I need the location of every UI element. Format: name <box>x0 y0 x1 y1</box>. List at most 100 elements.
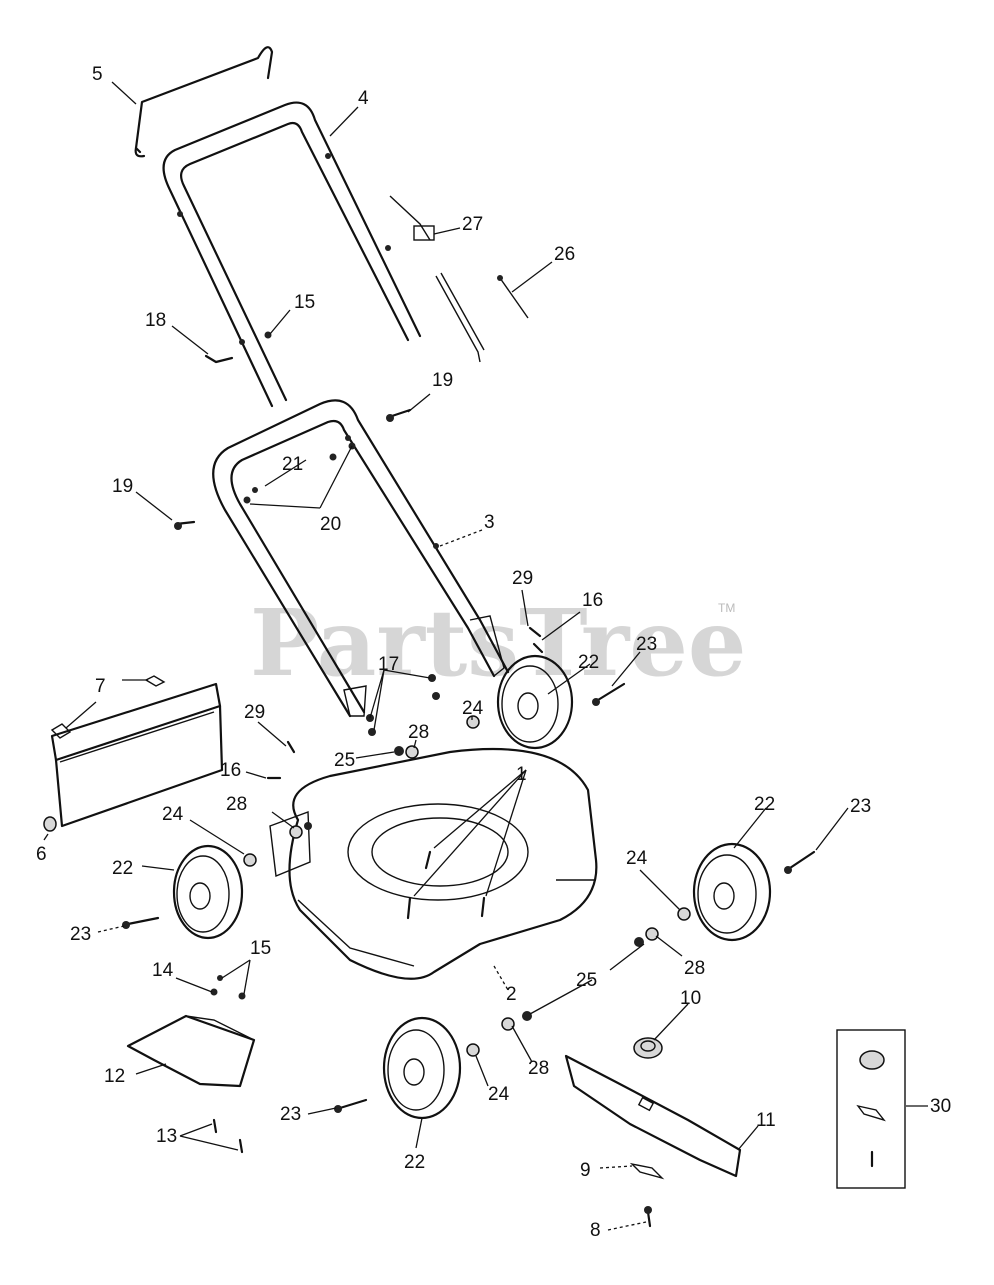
callout-16-right: 16 <box>582 590 603 611</box>
callout-6: 6 <box>36 844 47 865</box>
callout-1: 1 <box>516 764 527 785</box>
part-10-blade-adapter[interactable] <box>633 1037 663 1059</box>
callout-22-b: 22 <box>112 858 133 879</box>
part-19-bolt-right[interactable] <box>386 408 412 422</box>
part-15-nut-c[interactable] <box>217 975 223 981</box>
callout-18: 18 <box>145 310 166 331</box>
part-5-bail-wire[interactable] <box>134 46 274 158</box>
callout-19-right: 19 <box>432 370 453 391</box>
callout-labels: 5 4 27 26 15 18 19 21 20 19 3 29 16 23 2… <box>36 64 951 1241</box>
callout-29-right: 29 <box>512 568 533 589</box>
part-16-pin-upper[interactable] <box>532 642 544 654</box>
callout-28-right: 28 <box>684 958 705 979</box>
callout-24-b: 24 <box>162 804 184 825</box>
callout-12: 12 <box>104 1066 125 1087</box>
part-24-washer-c[interactable] <box>677 907 691 921</box>
part-23-bolt-d[interactable] <box>334 1098 368 1113</box>
part-7-clip-upper[interactable] <box>144 675 166 687</box>
callout-23-c: 23 <box>850 796 871 817</box>
callout-28-left: 28 <box>226 794 247 815</box>
part-25-nut-lower[interactable] <box>522 1011 532 1021</box>
part-18-knob[interactable] <box>204 354 234 364</box>
leader-lines <box>43 81 928 1231</box>
watermark-trademark: TM <box>718 601 735 615</box>
callout-16-left: 16 <box>220 760 241 781</box>
part-15-nut-b[interactable] <box>238 992 246 1000</box>
part-30-kit-box <box>836 1029 906 1189</box>
part-29-pin-upper[interactable] <box>528 626 542 638</box>
callout-29-left: 29 <box>244 702 265 723</box>
part-25-nut-right[interactable] <box>634 937 644 947</box>
part-28-washer-left[interactable] <box>289 825 303 839</box>
callout-15-top: 15 <box>294 292 315 313</box>
callout-9: 9 <box>580 1160 591 1181</box>
part-3-lower-handle[interactable] <box>212 399 510 718</box>
part-7-clip-lower[interactable] <box>50 723 72 739</box>
part-26-cable-end[interactable] <box>497 275 529 319</box>
callout-21: 21 <box>282 454 303 475</box>
part-21-nut-b[interactable] <box>252 487 258 493</box>
callout-19-left: 19 <box>112 476 133 497</box>
part-22-wheel-front-right[interactable] <box>692 842 772 942</box>
part-24-washer-b[interactable] <box>243 853 257 867</box>
part-24-washer-d[interactable] <box>466 1043 480 1057</box>
part-1-bolts[interactable] <box>406 850 486 920</box>
part-12-deflector[interactable] <box>126 1014 256 1088</box>
callout-2: 2 <box>506 984 517 1005</box>
part-13-screws[interactable] <box>212 1118 244 1154</box>
part-28-washer-lower[interactable] <box>501 1017 515 1031</box>
part-19-bolt-left[interactable] <box>174 520 196 530</box>
part-23-bolt-b[interactable] <box>122 916 160 929</box>
part-2-deck[interactable] <box>269 746 598 980</box>
part-22-wheel-front-left[interactable] <box>382 1016 462 1120</box>
callout-25-top: 25 <box>334 750 355 771</box>
watermark-text: PartsTree <box>250 589 746 697</box>
callout-25-bottom: 25 <box>576 970 597 991</box>
part-9-bracket[interactable] <box>629 1162 665 1180</box>
part-4-upper-handle[interactable] <box>162 101 422 408</box>
part-22-wheel-rear-right[interactable] <box>496 654 574 750</box>
callout-11: 11 <box>756 1110 776 1131</box>
callout-24-c: 24 <box>626 848 648 869</box>
part-28-washer-right[interactable] <box>645 927 659 941</box>
part-14-bolt[interactable] <box>210 988 218 996</box>
part-21-nut[interactable] <box>329 453 337 461</box>
part-23-bolt-a[interactable] <box>592 682 626 706</box>
part-23-bolt-c[interactable] <box>784 850 816 874</box>
callout-20: 20 <box>320 514 341 535</box>
callout-22-a: 22 <box>578 652 599 673</box>
part-11-blade[interactable] <box>564 1054 742 1178</box>
part-25-nut-top[interactable] <box>394 746 404 756</box>
callout-24-d: 24 <box>488 1084 510 1105</box>
callout-28-top: 28 <box>408 722 429 743</box>
callout-4: 4 <box>358 88 369 109</box>
part-28-washer-top[interactable] <box>405 745 419 759</box>
part-22-wheel-rear-left[interactable] <box>172 844 244 940</box>
part-27-cable-bracket[interactable] <box>389 195 485 363</box>
part-15-nut[interactable] <box>264 331 272 339</box>
callout-26: 26 <box>554 244 575 265</box>
part-29-pin-lower[interactable] <box>286 740 296 754</box>
callout-3: 3 <box>484 512 495 533</box>
callout-13: 13 <box>156 1126 177 1147</box>
part-6-rear-baffle[interactable] <box>43 682 224 832</box>
callout-5: 5 <box>92 64 103 85</box>
callout-14: 14 <box>152 960 174 981</box>
callout-23-a: 23 <box>636 634 657 655</box>
callout-22-d: 22 <box>404 1152 425 1173</box>
part-30-kit[interactable] <box>836 1029 906 1189</box>
part-24-washer-a[interactable] <box>466 715 480 729</box>
callout-23-b: 23 <box>70 924 91 945</box>
callout-28-bottom: 28 <box>528 1058 549 1079</box>
part-20-bolt-a[interactable] <box>243 496 251 504</box>
callout-17: 17 <box>378 654 399 675</box>
callout-23-d: 23 <box>280 1104 301 1125</box>
callout-7: 7 <box>95 676 106 697</box>
callout-24-a: 24 <box>462 698 484 719</box>
callout-22-c: 22 <box>754 794 775 815</box>
callout-8: 8 <box>590 1220 601 1241</box>
callout-30: 30 <box>930 1096 951 1117</box>
part-8-bolt[interactable] <box>644 1206 652 1228</box>
